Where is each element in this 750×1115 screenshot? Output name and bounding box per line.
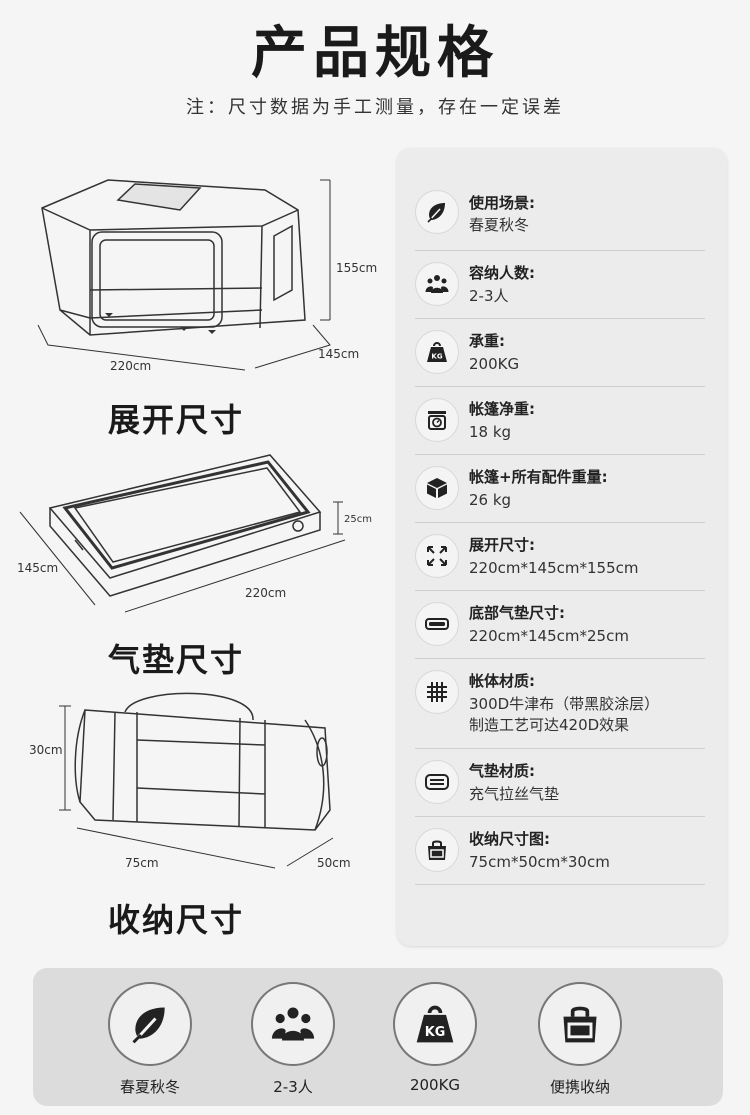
bag-length-label: 75cm xyxy=(125,856,159,870)
spec-row-scene: 使用场景: 春夏秋冬 xyxy=(415,168,705,251)
bag-icon xyxy=(415,828,459,872)
spec-value: 春夏秋冬 xyxy=(469,216,530,234)
spec-row-tent-material: 帐体材质: 300D牛津布（带黑胶涂层） 制造工艺可达420D效果 xyxy=(415,658,705,749)
spec-row-capacity: 容纳人数: 2-3人 xyxy=(415,250,705,319)
bag-drawing: 30cm 75cm 50cm xyxy=(29,692,351,870)
spec-label: 容纳人数: xyxy=(469,264,535,282)
spec-value: 2-3人 xyxy=(469,287,509,305)
bag-size-label: 收纳尺寸 xyxy=(108,901,245,939)
scale-icon xyxy=(415,398,459,442)
spec-value-line2: 制造工艺可达420D效果 xyxy=(469,716,630,734)
spec-value: 75cm*50cm*30cm xyxy=(469,853,610,871)
weight-icon xyxy=(393,982,477,1066)
spec-value: 18 kg xyxy=(469,423,512,441)
spec-label: 帐篷+所有配件重量: xyxy=(469,468,608,486)
grid-icon xyxy=(415,670,459,714)
tent-size-label: 展开尺寸 xyxy=(108,401,245,439)
spec-label: 使用场景: xyxy=(469,194,535,212)
spec-row-storage-size: 收纳尺寸图: 75cm*50cm*30cm xyxy=(415,816,705,885)
spec-value: 200KG xyxy=(469,355,520,373)
tent-width-label: 220cm xyxy=(110,359,151,373)
feature-label: 2-3人 xyxy=(273,1078,313,1096)
mattress-drawing: 25cm 145cm 220cm xyxy=(17,454,372,613)
tent-height-label: 155cm xyxy=(336,261,377,275)
mattress-width-label: 145cm xyxy=(17,561,58,575)
spec-label: 收纳尺寸图: xyxy=(469,830,550,848)
spec-label: 展开尺寸: xyxy=(469,536,535,554)
pad-icon xyxy=(415,760,459,804)
feature-capacity: 2-3人 xyxy=(233,968,353,1106)
mattress-thickness-label: 25cm xyxy=(344,514,372,525)
spec-label: 帐篷净重: xyxy=(469,400,535,418)
spec-value: 充气拉丝气垫 xyxy=(469,785,560,803)
mattress-length-label: 220cm xyxy=(245,586,286,600)
expand-icon xyxy=(415,534,459,578)
bag-height-label: 30cm xyxy=(29,743,63,757)
box-icon xyxy=(415,466,459,510)
spec-value: 26 kg xyxy=(469,491,512,509)
leaf-icon xyxy=(108,982,192,1066)
spec-label: 帐体材质: xyxy=(469,672,535,690)
spec-row-mattress-size: 底部气垫尺寸: 220cm*145cm*25cm xyxy=(415,590,705,659)
feature-label: 便携收纳 xyxy=(549,1078,610,1096)
page-title: 产品规格 xyxy=(251,21,499,86)
spec-row-expanded-size: 展开尺寸: 220cm*145cm*155cm xyxy=(415,522,705,591)
spec-value: 300D牛津布（带黑胶涂层） xyxy=(469,695,660,713)
feature-bar: 春夏秋冬 2-3人 200KG 便携收纳 xyxy=(33,968,723,1106)
spec-label: 气垫材质: xyxy=(469,762,535,780)
tent-depth-label: 145cm xyxy=(318,347,359,361)
people-icon xyxy=(415,262,459,306)
feature-seasons: 春夏秋冬 xyxy=(90,968,210,1106)
spec-label: 底部气垫尺寸: xyxy=(469,604,565,622)
spec-card: 使用场景: 春夏秋冬 容纳人数: 2-3人 承重: 200KG 帐篷净重: 18… xyxy=(397,148,727,946)
feature-portable: 便携收纳 xyxy=(520,968,640,1106)
people-icon xyxy=(251,982,335,1066)
feature-label: 春夏秋冬 xyxy=(119,1078,180,1096)
spec-label: 承重: xyxy=(469,332,505,350)
spec-row-net-weight: 帐篷净重: 18 kg xyxy=(415,386,705,455)
measurement-note: 注：尺寸数据为手工测量，存在一定误差 xyxy=(186,97,564,118)
spec-value: 220cm*145cm*25cm xyxy=(469,627,629,645)
leaf-icon xyxy=(415,190,459,234)
spec-row-total-weight: 帐篷+所有配件重量: 26 kg xyxy=(415,454,705,523)
spec-row-mattress-material: 气垫材质: 充气拉丝气垫 xyxy=(415,748,705,817)
mattress-icon xyxy=(415,602,459,646)
feature-label: 200KG xyxy=(409,1076,461,1094)
feature-load: 200KG xyxy=(375,968,495,1106)
bag-icon xyxy=(538,982,622,1066)
spec-value: 220cm*145cm*155cm xyxy=(469,559,639,577)
tent-drawing: 155cm 220cm 145cm xyxy=(37,179,377,373)
spec-row-load: 承重: 200KG xyxy=(415,318,705,387)
bag-width-label: 50cm xyxy=(317,856,351,870)
weight-icon xyxy=(415,330,459,374)
mattress-size-label: 气垫尺寸 xyxy=(108,641,245,679)
